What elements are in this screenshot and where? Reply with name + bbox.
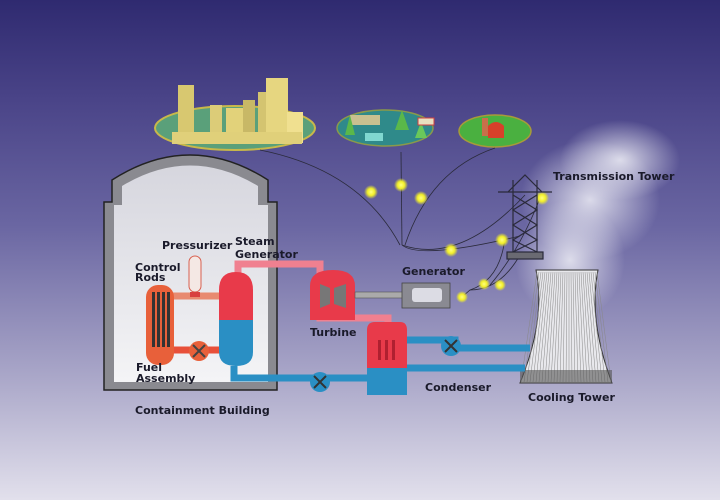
cooling-tower-rib <box>553 271 560 383</box>
cooling-tower-rib <box>596 271 612 383</box>
label-turbine: Turbine <box>310 326 357 339</box>
cooling-tower-rib <box>532 271 546 383</box>
label-fuel-assembly-line2: Assembly <box>136 372 196 385</box>
pressurizer <box>188 255 202 297</box>
label-containment-building: Containment Building <box>135 404 270 417</box>
feedwater-pump <box>310 372 330 392</box>
label-control-rods-line1: Control <box>135 261 181 274</box>
cooling-tower-rib <box>559 271 564 383</box>
cooling-tower-rib <box>523 271 540 383</box>
cooling-tower-rib <box>535 271 548 383</box>
turbine <box>310 270 408 320</box>
city-island <box>154 78 316 151</box>
label-transmission-tower: Transmission Tower <box>553 170 675 183</box>
cooling-tower-rib <box>572 271 576 383</box>
cooling-tower <box>519 269 613 384</box>
label-steam-generator-line1: Steam <box>235 235 275 248</box>
cooling-tower-rib <box>556 271 562 383</box>
power-lines <box>259 147 541 298</box>
cooling-tower-rib <box>562 271 566 383</box>
cooling-tower-rib <box>574 271 579 383</box>
cooling-tower-rib <box>550 271 558 383</box>
steam-generator <box>219 272 253 366</box>
cooling-tower-rib <box>576 271 582 383</box>
cooling-tower-rib <box>594 271 609 383</box>
cooling-tower-rib <box>544 271 554 383</box>
farm-island <box>458 114 532 148</box>
cooling-tower-rib <box>584 271 594 383</box>
cooling-tower-rib <box>547 271 556 383</box>
generator <box>401 282 451 309</box>
cooling-tower-rib <box>580 271 588 383</box>
label-generator: Generator <box>402 265 465 278</box>
label-steam-generator-line2: Generator <box>235 248 298 261</box>
steam-plume <box>515 120 680 320</box>
label-pressurizer: Pressurizer <box>162 239 233 252</box>
light-bulbs <box>364 178 549 303</box>
condenser <box>367 322 407 395</box>
cooling-tower-rib <box>578 271 585 383</box>
cooling-tower-rib <box>538 271 550 383</box>
cooling-tower-rib <box>590 271 603 383</box>
coolant-pump <box>441 336 461 356</box>
cooling-tower-rib <box>588 271 600 383</box>
cooling-tower-rib <box>565 271 568 383</box>
transmission-tower <box>498 174 552 260</box>
label-condenser: Condenser <box>425 381 492 394</box>
cooling-tower-rib <box>582 271 591 383</box>
cooling-tower-rib <box>592 271 606 383</box>
cooling-tower-rib <box>541 271 552 383</box>
label-control-rods-line2: Rods <box>135 271 166 284</box>
cooling-tower-rib <box>526 271 542 383</box>
cooling-tower-rib <box>529 271 544 383</box>
label-cooling-tower: Cooling Tower <box>528 391 615 404</box>
cooling-tower-rib <box>586 271 597 383</box>
reactor-vessel <box>146 285 174 365</box>
cooling-tower-rib <box>520 271 538 383</box>
label-fuel-assembly-line1: Fuel <box>136 361 163 374</box>
cooling-tower-rib <box>570 271 573 383</box>
town-island <box>336 109 435 147</box>
primary-pump <box>189 341 209 361</box>
